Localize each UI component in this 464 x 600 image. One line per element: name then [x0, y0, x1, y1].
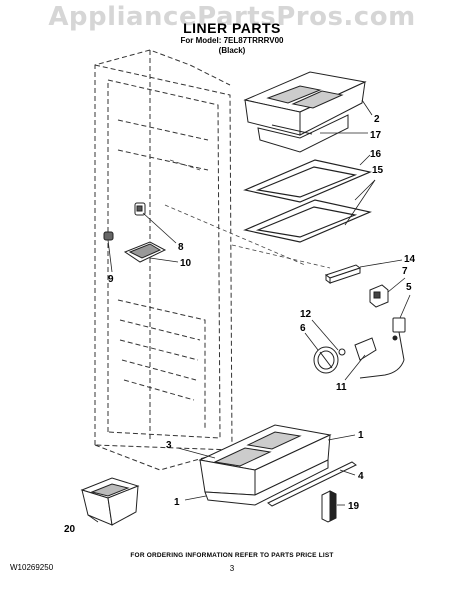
bracket-parts	[103, 202, 167, 263]
liner-cabinet	[94, 49, 233, 471]
callout-12: 12	[300, 309, 312, 320]
document-number: W10269250	[10, 563, 54, 572]
callout-6: 6	[300, 323, 306, 334]
callout-16: 16	[370, 149, 382, 160]
callout-14: 14	[404, 254, 416, 265]
callout-20: 20	[64, 524, 76, 535]
model-line: For Model: 7EL87TRRRV00	[180, 36, 284, 45]
callout-2: 2	[374, 114, 380, 125]
callout-19: 19	[348, 501, 360, 512]
trim-strip	[267, 461, 357, 507]
callout-3: 3	[166, 440, 172, 451]
callout-numbers: 2 17 16 15 8 10 9 14 7 5 12 6 11 3 1 4 1…	[64, 114, 416, 535]
upper-frame	[243, 159, 372, 203]
callout-4: 4	[358, 471, 364, 482]
watermark: AppliancePartsPros.com	[48, 2, 416, 32]
hinge-clip	[324, 264, 362, 284]
callout-7: 7	[402, 266, 408, 277]
callout-15: 15	[372, 165, 384, 176]
callout-1-top: 1	[358, 430, 364, 441]
callout-11: 11	[336, 382, 347, 393]
page-number: 3	[229, 564, 235, 573]
storage-bin	[80, 477, 140, 526]
lower-tray	[198, 424, 332, 506]
small-block	[321, 490, 337, 523]
callout-8: 8	[178, 242, 184, 253]
callout-leaders	[87, 99, 411, 523]
callout-10: 10	[180, 258, 192, 269]
callout-17: 17	[370, 130, 382, 141]
switch-part	[369, 284, 389, 308]
callout-1-bottom: 1	[174, 497, 180, 508]
ordering-note: FOR ORDERING INFORMATION REFER TO PARTS …	[130, 552, 334, 559]
lower-frame	[243, 199, 372, 243]
callout-5: 5	[406, 282, 412, 293]
lead-lines	[164, 159, 331, 269]
variant-label: (Black)	[218, 46, 246, 55]
upper-tray	[243, 71, 367, 153]
control-assembly	[313, 317, 406, 379]
page-title: LINER PARTS	[183, 20, 281, 36]
callout-9: 9	[108, 274, 114, 285]
